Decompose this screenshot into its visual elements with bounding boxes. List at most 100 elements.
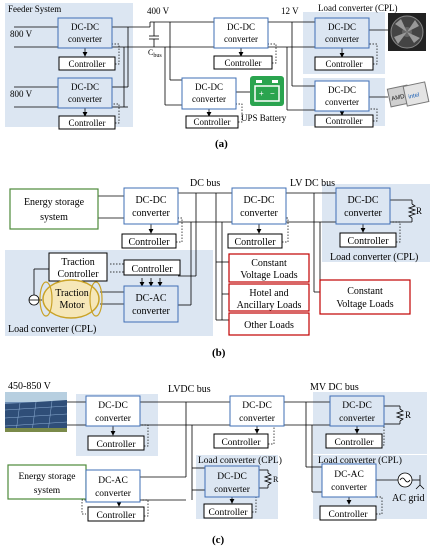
pv-voltage-label: 450-850 V bbox=[8, 381, 52, 392]
hotel-ancillary-loads: Hotel and Ancillary Loads bbox=[228, 283, 310, 312]
svg-text:DC-AC: DC-AC bbox=[98, 476, 128, 486]
svg-text:Controller: Controller bbox=[96, 511, 136, 521]
load-converter-label-c-right: Load converter (CPL) bbox=[318, 455, 402, 466]
svg-text:Controller: Controller bbox=[96, 440, 136, 450]
svg-text:Controller: Controller bbox=[234, 237, 276, 248]
converter-c-dcac-grid: DC-AC converter bbox=[321, 463, 377, 498]
converter-b-1: DC-DC converter bbox=[123, 187, 179, 225]
svg-text:system: system bbox=[40, 212, 68, 223]
svg-text:DC-DC: DC-DC bbox=[328, 22, 356, 32]
svg-text:Ancillary Loads: Ancillary Loads bbox=[237, 300, 302, 311]
svg-text:converter: converter bbox=[240, 208, 278, 219]
converter-c-dcac-storage: DC-AC converter bbox=[85, 469, 141, 503]
panel-b-control-links bbox=[110, 217, 401, 273]
svg-text:system: system bbox=[34, 486, 61, 496]
svg-text:intel: intel bbox=[408, 92, 420, 100]
svg-text:Controller: Controller bbox=[69, 59, 106, 69]
panel-c-feedback-arrows bbox=[110, 426, 360, 507]
resistor-icon-c-mid bbox=[263, 472, 273, 486]
converter-load-1: DC-DC converter bbox=[314, 17, 370, 49]
svg-text:converter: converter bbox=[68, 34, 102, 44]
svg-text:converter: converter bbox=[325, 34, 359, 44]
svg-text:converter: converter bbox=[95, 489, 132, 499]
svg-text:Energy storage: Energy storage bbox=[24, 197, 85, 208]
svg-text:Controller: Controller bbox=[128, 237, 170, 248]
svg-text:DC-DC: DC-DC bbox=[347, 195, 378, 206]
dc-bus-label: DC bus bbox=[190, 178, 220, 189]
controller-b-2: Controller bbox=[227, 233, 283, 249]
caption-c: (c) bbox=[212, 534, 225, 546]
svg-text:converter: converter bbox=[239, 414, 276, 424]
svg-text:converter: converter bbox=[214, 485, 251, 495]
svg-text:+: + bbox=[259, 89, 264, 98]
svg-text:Controller: Controller bbox=[347, 236, 389, 247]
svg-text:converter: converter bbox=[95, 414, 132, 424]
svg-text:Controller: Controller bbox=[225, 58, 262, 68]
controller-feeder-top: Controller bbox=[58, 56, 116, 71]
resistor-label-c-right: R bbox=[405, 410, 411, 420]
lv-dc-bus-label: LV DC bus bbox=[290, 178, 335, 189]
svg-text:DC-DC: DC-DC bbox=[98, 401, 128, 411]
svg-text:Controller: Controller bbox=[326, 116, 363, 126]
bus-voltage-12: 12 V bbox=[281, 6, 299, 16]
panel-b: DC bus LV DC bus R bbox=[5, 178, 430, 359]
controller-c-mv: Controller bbox=[213, 433, 269, 449]
load-converter-label-c-mid: Load converter (CPL) bbox=[198, 455, 282, 466]
svg-text:DC-DC: DC-DC bbox=[135, 195, 166, 206]
controller-400-to-12: Controller bbox=[213, 55, 273, 70]
svg-text:Controller: Controller bbox=[57, 269, 99, 280]
controller-c-pv: Controller bbox=[87, 435, 145, 451]
svg-text:Constant: Constant bbox=[347, 286, 383, 297]
svg-text:DC-DC: DC-DC bbox=[195, 82, 223, 92]
panel-a: Feeder System 800 V 800 V 400 V 12 V Loa… bbox=[5, 3, 430, 150]
panel-a-feedback-arrows bbox=[82, 47, 345, 117]
resistor-label: R bbox=[416, 206, 422, 216]
bus-voltage-400: 400 V bbox=[147, 6, 170, 16]
svg-text:AMD: AMD bbox=[391, 94, 406, 103]
svg-text:DC-DC: DC-DC bbox=[342, 401, 372, 411]
traction-controller: Traction Controller bbox=[48, 252, 108, 282]
input-voltage-bottom: 800 V bbox=[10, 89, 33, 99]
svg-text:Controller: Controller bbox=[326, 59, 363, 69]
svg-text:converter: converter bbox=[224, 34, 258, 44]
svg-text:Controller: Controller bbox=[69, 118, 106, 128]
converter-ups: DC-DC converter bbox=[181, 77, 237, 110]
svg-text:DC-DC: DC-DC bbox=[243, 195, 274, 206]
ups-battery-icon: + − bbox=[250, 76, 284, 106]
panel-a-control-links bbox=[112, 43, 378, 124]
panel-c: 450-850 V LVDC bus MV DC bus bbox=[4, 381, 427, 546]
svg-text:Constant: Constant bbox=[251, 258, 287, 269]
traction-motor-icon: Traction Motor bbox=[28, 279, 103, 319]
svg-text:Controller: Controller bbox=[194, 117, 231, 127]
svg-text:Controller: Controller bbox=[328, 510, 368, 520]
svg-text:converter: converter bbox=[339, 414, 376, 424]
svg-text:Hotel and: Hotel and bbox=[249, 288, 288, 299]
converter-c-pv: DC-DC converter bbox=[85, 395, 141, 427]
svg-text:Controller: Controller bbox=[334, 438, 374, 448]
converter-feeder-top: DC-DC converter bbox=[57, 17, 113, 49]
converter-c-mv: DC-DC converter bbox=[229, 395, 285, 427]
controller-c-grid: Controller bbox=[319, 505, 377, 521]
converter-load-2: DC-DC converter bbox=[314, 80, 370, 112]
cbus-label: Cbus bbox=[148, 48, 162, 59]
svg-text:converter: converter bbox=[192, 94, 226, 104]
constant-voltage-loads-1: Constant Voltage Loads bbox=[228, 253, 310, 283]
svg-text:Traction: Traction bbox=[61, 257, 95, 268]
svg-text:Other Loads: Other Loads bbox=[244, 320, 294, 331]
svg-text:Traction: Traction bbox=[55, 288, 89, 299]
svg-text:DC-AC: DC-AC bbox=[334, 470, 364, 480]
processor-chip-icon: AMD intel bbox=[386, 81, 430, 108]
controller-feeder-bottom: Controller bbox=[58, 115, 116, 130]
svg-text:converter: converter bbox=[344, 208, 382, 219]
ac-grid-label: AC grid bbox=[392, 493, 425, 504]
controller-traction: Controller bbox=[123, 259, 181, 276]
svg-text:DC-DC: DC-DC bbox=[71, 22, 99, 32]
svg-text:Controller: Controller bbox=[208, 508, 248, 518]
controller-load-2: Controller bbox=[314, 114, 374, 128]
controller-c-storage: Controller bbox=[87, 506, 145, 522]
controller-b-1: Controller bbox=[121, 233, 177, 249]
svg-text:Energy storage: Energy storage bbox=[18, 472, 75, 482]
converter-c-load-right: DC-DC converter bbox=[329, 395, 385, 427]
